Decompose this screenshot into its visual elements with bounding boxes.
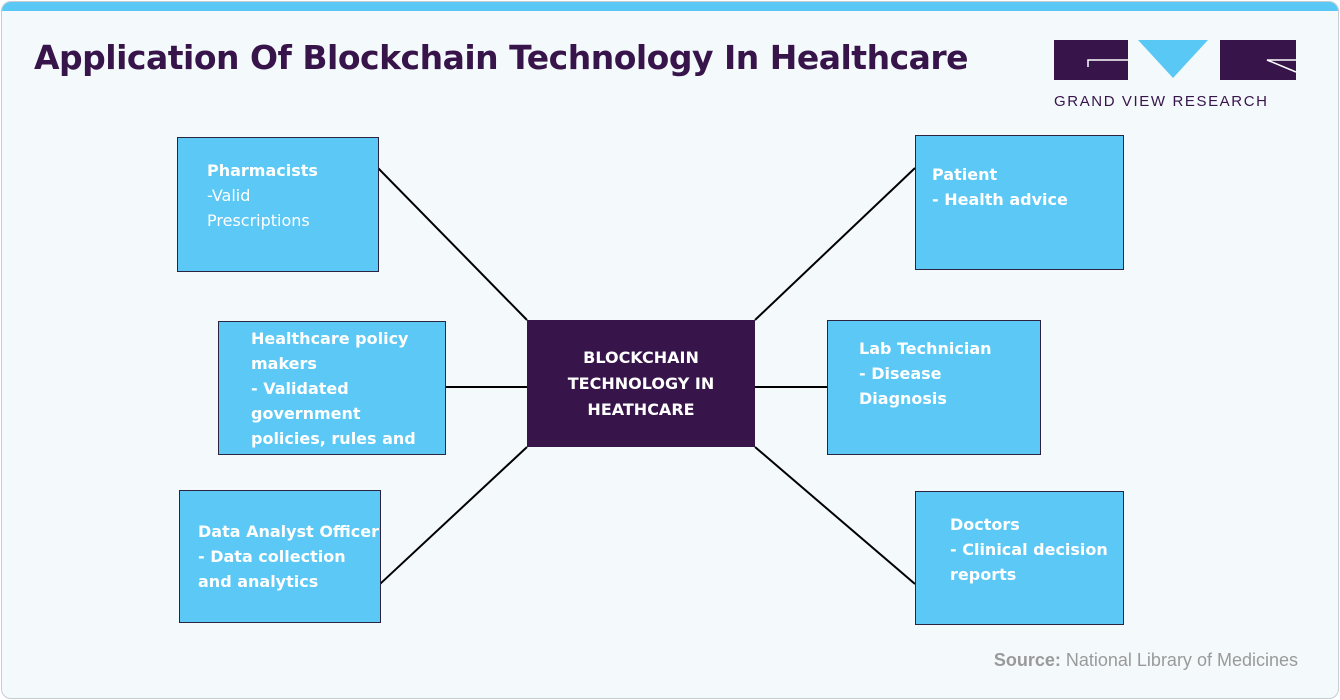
node-title: Lab Technician xyxy=(859,339,992,358)
node-lab-technician: Lab Technician - Disease Diagnosis xyxy=(827,320,1041,455)
node-patient: Patient - Health advice xyxy=(915,135,1124,270)
node-description: - Clinical decision reports xyxy=(950,540,1108,584)
node-description: - Health advice xyxy=(932,190,1068,209)
central-node-label: BLOCKCHAIN TECHNOLOGY IN HEATHCARE xyxy=(567,347,715,419)
source-note: Source: National Library of Medicines xyxy=(994,650,1298,671)
connector-patient xyxy=(754,167,916,321)
node-description: - Disease Diagnosis xyxy=(859,364,947,408)
node-title: Healthcare policy makers xyxy=(251,329,409,373)
logo-text: GRAND VIEW RESEARCH xyxy=(1054,93,1269,110)
node-title: Patient xyxy=(932,165,998,184)
source-text: National Library of Medicines xyxy=(1065,650,1298,670)
node-title: Doctors xyxy=(950,515,1020,534)
grand-view-research-logo-icon xyxy=(1054,40,1297,80)
node-healthcare-policy-makers: Healthcare policy makers - Validated gov… xyxy=(218,321,446,455)
node-title: Pharmacists xyxy=(207,161,318,180)
connector-data-analyst xyxy=(379,446,528,585)
top-accent-bar xyxy=(2,2,1338,11)
central-node: BLOCKCHAIN TECHNOLOGY IN HEATHCARE xyxy=(527,320,755,447)
node-description: -Valid Prescriptions xyxy=(207,186,310,230)
node-title: Data Analyst Officer xyxy=(198,522,379,541)
node-pharmacists: Pharmacists -Valid Prescriptions xyxy=(177,137,379,272)
node-description: - Data collection and analytics xyxy=(198,547,346,591)
node-doctors: Doctors - Clinical decision reports xyxy=(915,491,1124,625)
node-data-analyst-officer: Data Analyst Officer - Data collection a… xyxy=(179,490,381,623)
page-title: Application Of Blockchain Technology In … xyxy=(34,38,969,77)
connector-doctors xyxy=(754,446,916,585)
source-label: Source: xyxy=(993,650,1061,670)
node-description: - Validated government policies, rules a… xyxy=(251,379,416,448)
connector-pharmacists xyxy=(377,167,528,321)
